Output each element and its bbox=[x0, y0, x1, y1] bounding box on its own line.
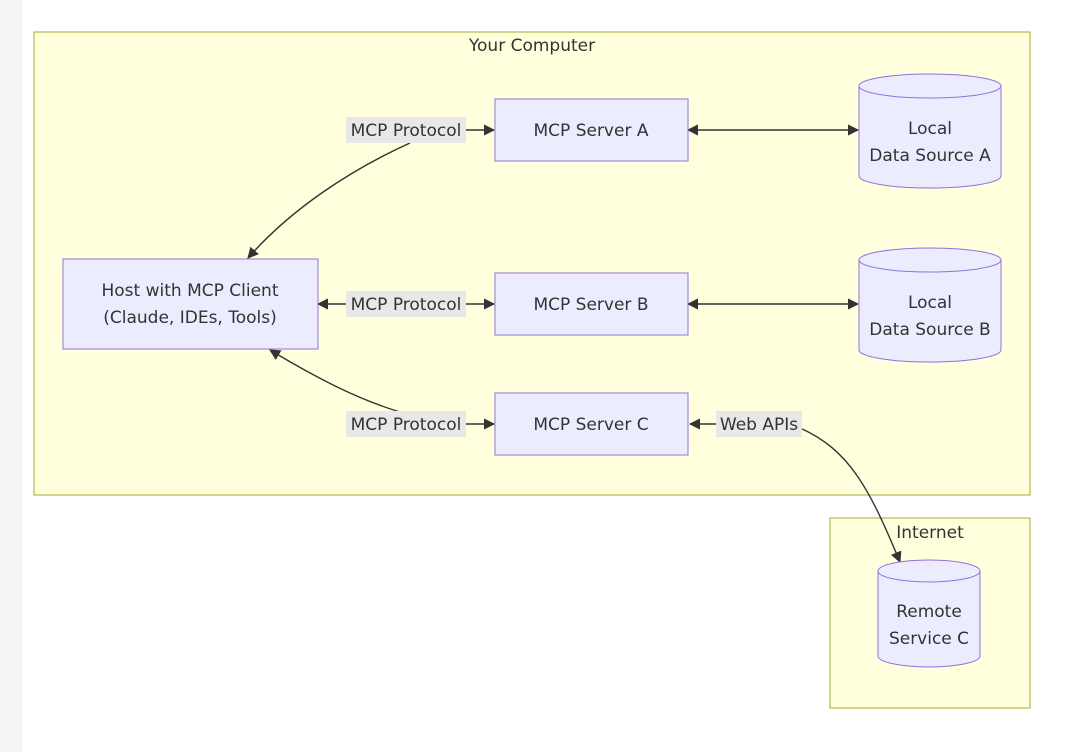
node-remote-service-c[interactable]: Remote Service C bbox=[877, 559, 981, 668]
node-source-b-line-2: Data Source B bbox=[869, 320, 990, 340]
cluster-your-computer-title: Your Computer bbox=[468, 36, 595, 56]
edge-protocol-c-to-host bbox=[269, 349, 401, 413]
edge-label-protocol-c: MCP Protocol bbox=[346, 411, 466, 437]
node-source-b-line-1: Local bbox=[908, 293, 952, 313]
edge-protocol-a-to-host bbox=[247, 142, 411, 259]
edge-label-protocol-b: MCP Protocol bbox=[346, 291, 466, 317]
node-server-a-label: MCP Server A bbox=[534, 121, 649, 141]
cluster-internet-title: Internet bbox=[896, 523, 964, 543]
node-remote-c-line-2: Service C bbox=[889, 629, 969, 649]
node-server-c-label: MCP Server C bbox=[533, 415, 648, 435]
node-source-a-line-2: Data Source A bbox=[869, 146, 991, 166]
edge-label-protocol-c-text: MCP Protocol bbox=[351, 415, 462, 435]
cylinder-a-top bbox=[858, 73, 1002, 99]
cylinder-b-body bbox=[858, 260, 1002, 363]
edge-web-apis-to-remote-c bbox=[799, 427, 902, 564]
node-server-b[interactable]: MCP Server B bbox=[494, 272, 689, 336]
edge-label-protocol-b-text: MCP Protocol bbox=[351, 295, 462, 315]
node-host[interactable]: Host with MCP Client (Claude, IDEs, Tool… bbox=[62, 258, 319, 350]
node-server-a-box[interactable] bbox=[494, 98, 689, 162]
edges bbox=[247, 124, 902, 564]
node-host-line-2: (Claude, IDEs, Tools) bbox=[103, 308, 277, 328]
node-remote-c-line-1: Remote bbox=[896, 602, 962, 622]
node-host-box[interactable] bbox=[62, 258, 319, 350]
node-local-data-source-b[interactable]: Local Data Source B bbox=[858, 247, 1002, 363]
node-source-a-line-1: Local bbox=[908, 119, 952, 139]
cylinder-a-body bbox=[858, 86, 1002, 189]
edge-label-web-apis: Web APIs bbox=[716, 411, 802, 437]
edge-label-protocol-a: MCP Protocol bbox=[346, 117, 466, 143]
cylinder-c-body bbox=[877, 571, 981, 668]
page-edge-strip bbox=[0, 0, 22, 752]
cylinder-b-top bbox=[858, 247, 1002, 273]
node-server-b-label: MCP Server B bbox=[533, 295, 648, 315]
edge-label-protocol-a-text: MCP Protocol bbox=[351, 121, 462, 141]
node-server-a[interactable]: MCP Server A bbox=[494, 98, 689, 162]
node-host-line-1: Host with MCP Client bbox=[102, 281, 279, 301]
node-server-c[interactable]: MCP Server C bbox=[494, 392, 689, 456]
edge-label-web-apis-text: Web APIs bbox=[720, 415, 798, 435]
node-local-data-source-a[interactable]: Local Data Source A bbox=[858, 73, 1002, 189]
node-server-b-box[interactable] bbox=[494, 272, 689, 336]
cylinder-c-top bbox=[877, 559, 981, 583]
node-server-c-box[interactable] bbox=[494, 392, 689, 456]
